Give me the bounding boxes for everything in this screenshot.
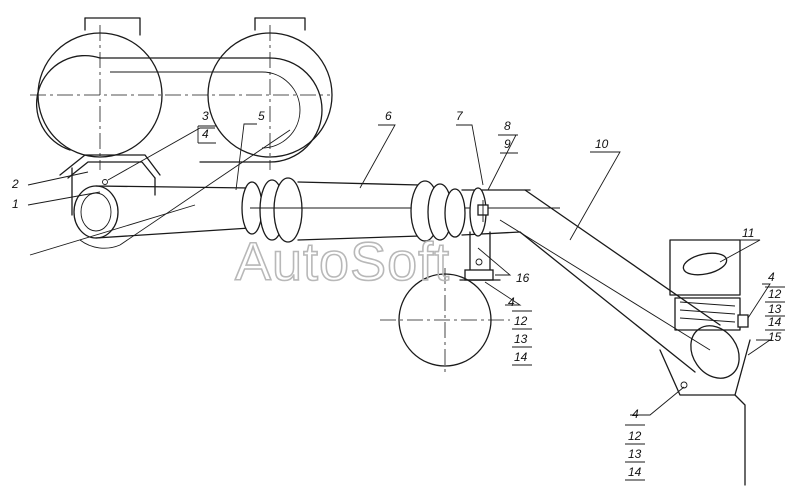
callout-4-right: 4 [768,270,775,284]
pipe-clamp-7 [461,187,531,237]
callout-13-mid: 13 [514,332,528,346]
callout-6: 6 [385,109,392,123]
callout-12-bottom: 12 [628,429,642,443]
callout-15: 15 [768,330,782,344]
callout-8: 8 [504,119,511,133]
callout-4-bottom: 4 [632,407,639,421]
callout-14-right: 14 [768,315,782,329]
callout-leaders [27,123,772,416]
callout-13-bottom: 13 [628,447,642,461]
front-exhaust-pipe [29,129,291,256]
pipe-support-bracket [459,231,501,281]
callout-4-top: 4 [202,127,209,141]
muffler-housing [30,17,333,170]
callout-12-mid: 12 [514,314,528,328]
callout-5: 5 [258,109,265,123]
callout-1: 1 [12,197,19,211]
watermark-text: AutoSoft [235,232,450,292]
callout-14-mid: 14 [514,350,528,364]
callout-16: 16 [516,271,530,285]
callout-14-bottom: 14 [628,465,642,479]
callout-9: 9 [504,137,511,151]
callout-11: 11 [742,226,754,240]
callout-10: 10 [595,137,609,151]
callout-12-right: 12 [768,287,782,301]
callout-2: 2 [11,177,19,191]
intermediate-pipe-6 [250,180,560,242]
round-hanger-tank [380,268,510,372]
tailpipe-bracket [659,239,751,486]
callout-4-mid: 4 [508,295,515,309]
rear-bent-pipe-10 [499,189,740,379]
callout-13-right: 13 [768,302,782,316]
callout-3: 3 [202,109,209,123]
callout-labels: 2 1 3 4 5 6 7 8 9 10 11 16 4 12 13 14 4 … [11,109,785,481]
callout-7: 7 [456,109,464,123]
